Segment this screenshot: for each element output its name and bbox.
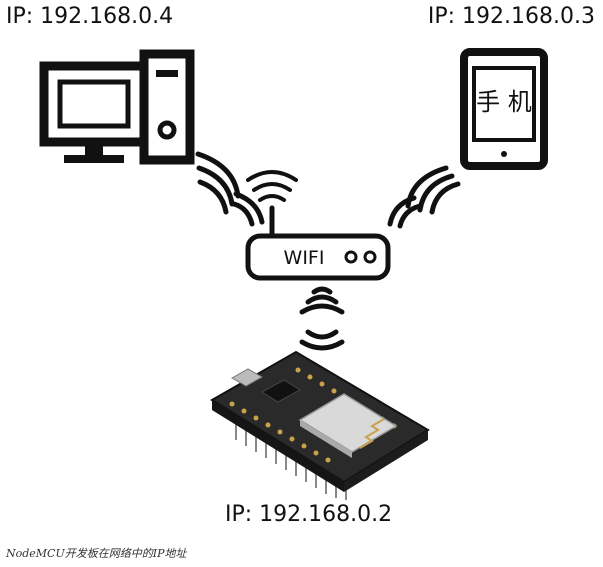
router-antenna-icon: [246, 170, 298, 239]
wifi-signal-nodemcu-icon: [299, 286, 345, 351]
phone-ip-label: IP: 192.168.0.3: [427, 4, 595, 29]
wifi-signal-phone-icon: [387, 165, 461, 229]
nodemcu-board-icon: [210, 350, 430, 500]
desktop-computer-icon: [39, 49, 195, 165]
wifi-signal-pc-icon: [195, 151, 265, 227]
router-label: WIFI: [284, 247, 325, 269]
nodemcu-ip-label: IP: 192.168.0.2: [225, 502, 393, 527]
mobile-phone-icon: 手 机: [460, 48, 548, 170]
wifi-router-icon: WIFI: [245, 233, 391, 281]
phone-screen-label: 手 机: [476, 88, 532, 116]
figure-caption: NodeMCU开发板在网络中的IP地址: [6, 547, 187, 560]
pc-ip-label: IP: 192.168.0.4: [6, 4, 174, 29]
